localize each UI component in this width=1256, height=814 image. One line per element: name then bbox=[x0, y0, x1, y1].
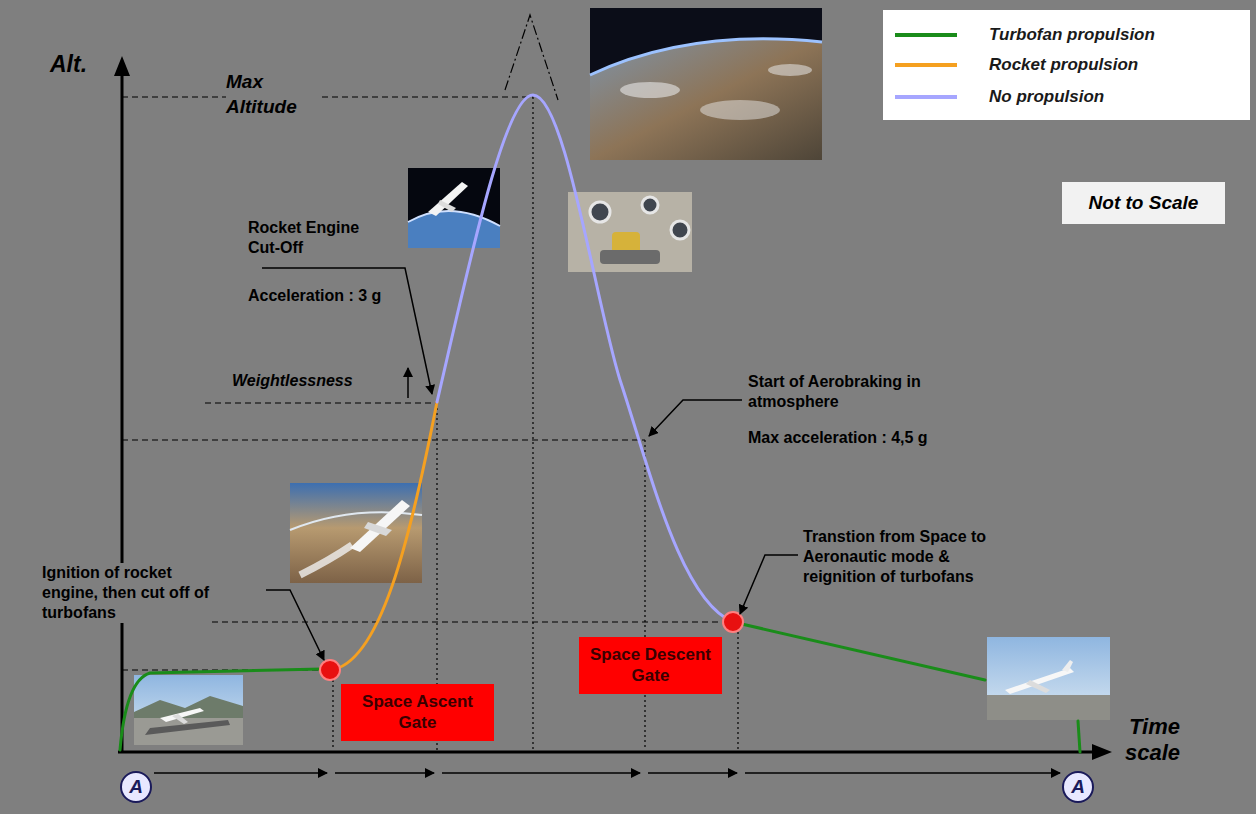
start-marker-text: A bbox=[129, 776, 143, 798]
legend-box: Turbofan propulsionRocket propulsion No p… bbox=[883, 10, 1250, 120]
end-marker-text: A bbox=[1071, 776, 1085, 798]
axis-label: Alt. bbox=[50, 50, 87, 79]
leader-lines bbox=[262, 268, 798, 660]
callout-text: Max acceleration : 4,5 g bbox=[748, 428, 928, 448]
callout-text: Rocket Engine Cut-Off bbox=[248, 218, 383, 258]
legend-swatch bbox=[895, 63, 957, 67]
earth-photo bbox=[590, 8, 822, 160]
callout-text: Transtion from Space to Aeronautic mode … bbox=[803, 527, 1003, 587]
ballistic-apex bbox=[505, 15, 558, 100]
axes bbox=[114, 56, 1112, 760]
callout-text: Acceleration : 3 g bbox=[248, 286, 381, 306]
threshold-label: Weightlessness bbox=[232, 371, 353, 391]
descent-gate-box-text: Space Descent Gate bbox=[585, 645, 716, 686]
descent-gate-box: Space Descent Gate bbox=[579, 637, 722, 694]
cabin-photo bbox=[568, 192, 692, 272]
scale-note-box-text: Not to Scale bbox=[1089, 192, 1199, 214]
ascent-gate-box-text: Space Ascent Gate bbox=[347, 692, 488, 733]
end-marker: A bbox=[1062, 771, 1094, 803]
launch-photo bbox=[290, 483, 422, 583]
phase-arrows bbox=[154, 772, 1060, 774]
legend-swatch bbox=[895, 95, 957, 99]
takeoff-photo bbox=[134, 675, 243, 745]
scale-note-box: Not to Scale bbox=[1062, 182, 1225, 224]
start-marker: A bbox=[120, 771, 152, 803]
level-guides bbox=[122, 97, 733, 670]
legend-row: Rocket propulsion bbox=[895, 54, 1138, 76]
axis-label: Time scale bbox=[1112, 714, 1180, 767]
legend-row: No propulsion bbox=[895, 86, 1104, 108]
descent-gate-dot bbox=[723, 612, 743, 632]
altitude-label: Max Altitude bbox=[226, 70, 321, 119]
callout-text: Start of Aerobraking in atmosphere bbox=[748, 372, 983, 412]
time-guides bbox=[333, 97, 738, 750]
landing-photo bbox=[987, 637, 1110, 720]
callout-text: Ignition of rocket engine, then cut off … bbox=[42, 563, 212, 623]
orbit-photo bbox=[408, 168, 500, 248]
ascent-gate-box: Space Ascent Gate bbox=[341, 684, 494, 741]
legend-swatch bbox=[895, 33, 957, 37]
legend-text: Turbofan propulsion bbox=[989, 25, 1155, 45]
legend-text: Rocket propulsion bbox=[989, 55, 1138, 75]
legend-text: No propulsion bbox=[989, 87, 1104, 107]
trajectory bbox=[120, 95, 1080, 752]
ascent-gate-dot bbox=[320, 660, 340, 680]
legend-row: Turbofan propulsion bbox=[895, 24, 1155, 46]
